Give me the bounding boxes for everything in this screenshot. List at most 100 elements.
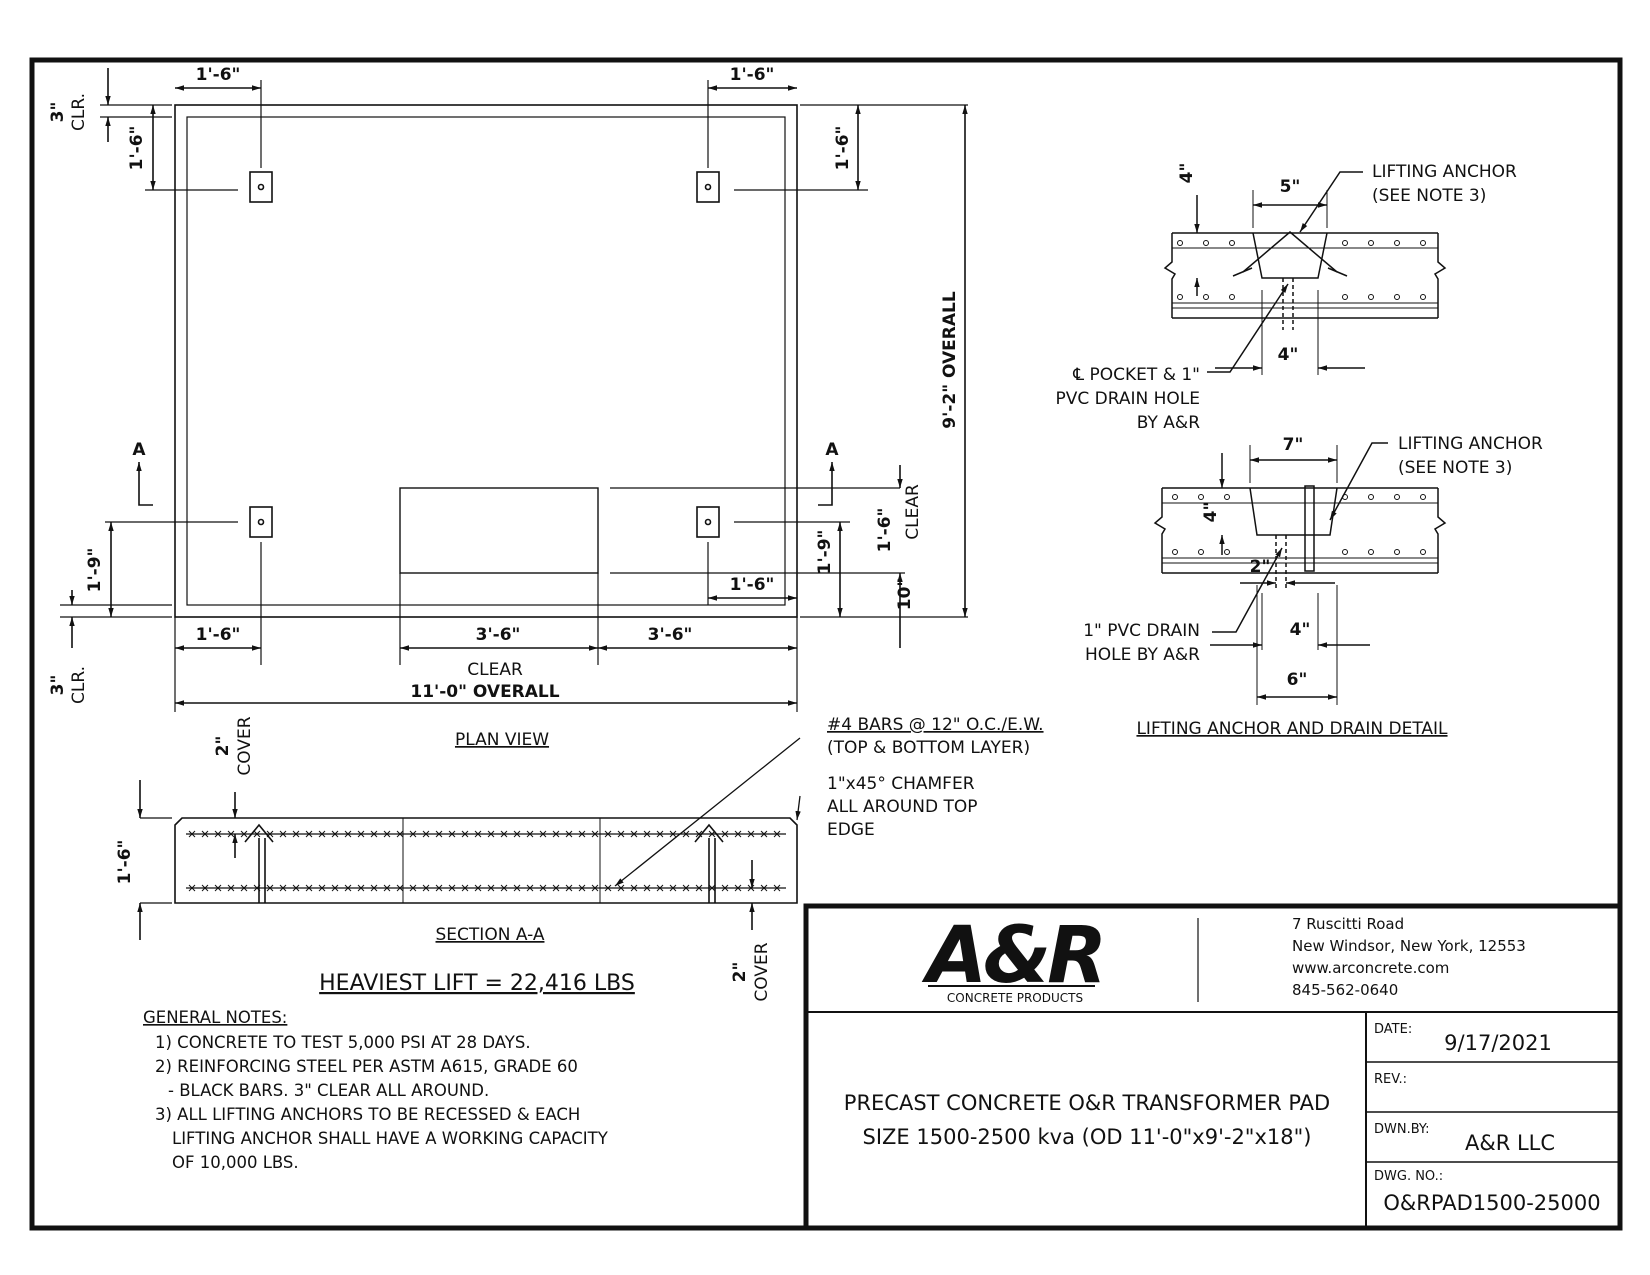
plan-view: [60, 68, 968, 712]
rebar-tick: [721, 830, 729, 838]
d1-pocket-line3: BY A&R: [1137, 413, 1200, 433]
d1-anchor-line2: (SEE NOTE 3): [1372, 186, 1486, 206]
rebar-tick: [331, 830, 339, 838]
rebar-tick: [643, 830, 651, 838]
rebar-dot: [1394, 240, 1400, 246]
rebar-tick: [565, 830, 573, 838]
rebar-tick: [591, 830, 599, 838]
bars-line2: (TOP & BOTTOM LAYER): [827, 738, 1030, 758]
rebar-tick: [500, 830, 508, 838]
drawing-number-label: DWG. NO.:: [1374, 1169, 1443, 1184]
drawing-title-line2: SIZE 1500-2500 kva (OD 11'-0"x9'-2"x18"): [863, 1125, 1312, 1149]
rebar-dot: [1368, 240, 1374, 246]
rebar-tick: [513, 884, 521, 892]
logo-text: A&R: [921, 911, 1103, 1001]
rebar-tick: [760, 884, 768, 892]
dim-bottom-left: 1'-6": [196, 625, 241, 645]
address-line2: New Windsor, New York, 12553: [1292, 937, 1526, 955]
rebar-dot: [1198, 494, 1204, 500]
rebar-tick: [344, 884, 352, 892]
rebar-tick: [344, 830, 352, 838]
rebar-tick: [396, 884, 404, 892]
rebar-tick: [487, 884, 495, 892]
rebar-dot: [1342, 494, 1348, 500]
rebar-tick: [448, 884, 456, 892]
rebar-tick: [695, 830, 703, 838]
d2-two: 2": [1250, 557, 1271, 577]
rebar-tick: [630, 884, 638, 892]
rebar-tick: [383, 884, 391, 892]
dim-clear-right: 1'-6": [875, 508, 895, 553]
rebar-tick: [539, 830, 547, 838]
drawing-number-value: O&RPAD1500-25000: [1383, 1191, 1600, 1215]
chamfer-line3: EDGE: [827, 820, 875, 840]
rebar-dot: [1394, 294, 1400, 300]
dim-clr-top-word: CLR.: [69, 93, 89, 131]
rebar-tick: [474, 884, 482, 892]
rebar-tick: [292, 830, 300, 838]
rebar-tick: [526, 884, 534, 892]
rebar-tick: [669, 830, 677, 838]
rebar-tick: [201, 884, 209, 892]
rebar-tick: [240, 830, 248, 838]
rebar-dot: [1203, 240, 1209, 246]
rebar-tick: [682, 884, 690, 892]
rebar-tick: [669, 884, 677, 892]
rebar-tick: [721, 884, 729, 892]
rebar-tick: [773, 884, 781, 892]
rebar-tick: [643, 884, 651, 892]
d2-anchor-line2: (SEE NOTE 3): [1398, 458, 1512, 478]
d2-anchor-line1: LIFTING ANCHOR: [1398, 434, 1543, 454]
lifting-anchor-br: [696, 506, 720, 538]
bars-line1: #4 BARS @ 12" O.C./E.W.: [827, 715, 1044, 735]
cover-top: 2": [213, 736, 233, 757]
rebar-tick: [526, 830, 534, 838]
detail-1-rebar-dots: [1177, 240, 1426, 300]
d1-width: 5": [1280, 177, 1301, 197]
rebar-tick: [266, 830, 274, 838]
rebar-tick: [773, 830, 781, 838]
rebar-tick: [409, 884, 417, 892]
dim-clr-bottom: 3": [48, 675, 68, 696]
phone: 845-562-0640: [1292, 981, 1398, 999]
rebar-tick: [552, 884, 560, 892]
rebar-tick: [695, 884, 703, 892]
rebar-tick: [214, 830, 222, 838]
rebar-ticks: [188, 830, 781, 892]
anchor-section-right: [694, 823, 724, 903]
rebar-tick: [331, 884, 339, 892]
d2-pvc-line2: HOLE BY A&R: [1085, 645, 1200, 665]
rebar-tick: [435, 830, 443, 838]
rebar-tick: [409, 830, 417, 838]
note-1: 1) CONCRETE TO TEST 5,000 PSI AT 28 DAYS…: [155, 1033, 531, 1052]
rebar-dot: [1342, 549, 1348, 555]
rebar-tick: [396, 830, 404, 838]
rebar-tick: [227, 830, 235, 838]
d1-bottom: 4": [1278, 345, 1299, 365]
d2-four: 4": [1290, 620, 1311, 640]
section-mark-left: A: [132, 440, 146, 460]
website: www.arconcrete.com: [1292, 959, 1449, 977]
rebar-tick: [253, 830, 261, 838]
rebar-tick: [357, 884, 365, 892]
date-label: DATE:: [1374, 1022, 1412, 1037]
rebar-dot: [1224, 494, 1230, 500]
dim-clr-top: 3": [48, 102, 68, 123]
note-3b: LIFTING ANCHOR SHALL HAVE A WORKING CAPA…: [172, 1129, 609, 1148]
rebar-tick: [253, 884, 261, 892]
lifting-anchor-bl: [249, 506, 273, 538]
rebar-tick: [604, 830, 612, 838]
rebar-tick: [188, 830, 196, 838]
rebar-tick: [188, 884, 196, 892]
logo-subtitle: CONCRETE PRODUCTS: [947, 991, 1083, 1005]
clear-opening: [399, 487, 599, 574]
rebar-tick: [448, 830, 456, 838]
dim-top-left: 1'-6": [196, 65, 241, 85]
rebar-tick: [266, 884, 274, 892]
rebar-tick: [422, 830, 430, 838]
d2-pvc-line1: 1" PVC DRAIN: [1083, 621, 1200, 641]
rebar-dot: [1229, 294, 1235, 300]
section-height: 1'-6": [115, 840, 135, 885]
dim-clear-word: CLEAR: [903, 484, 923, 540]
